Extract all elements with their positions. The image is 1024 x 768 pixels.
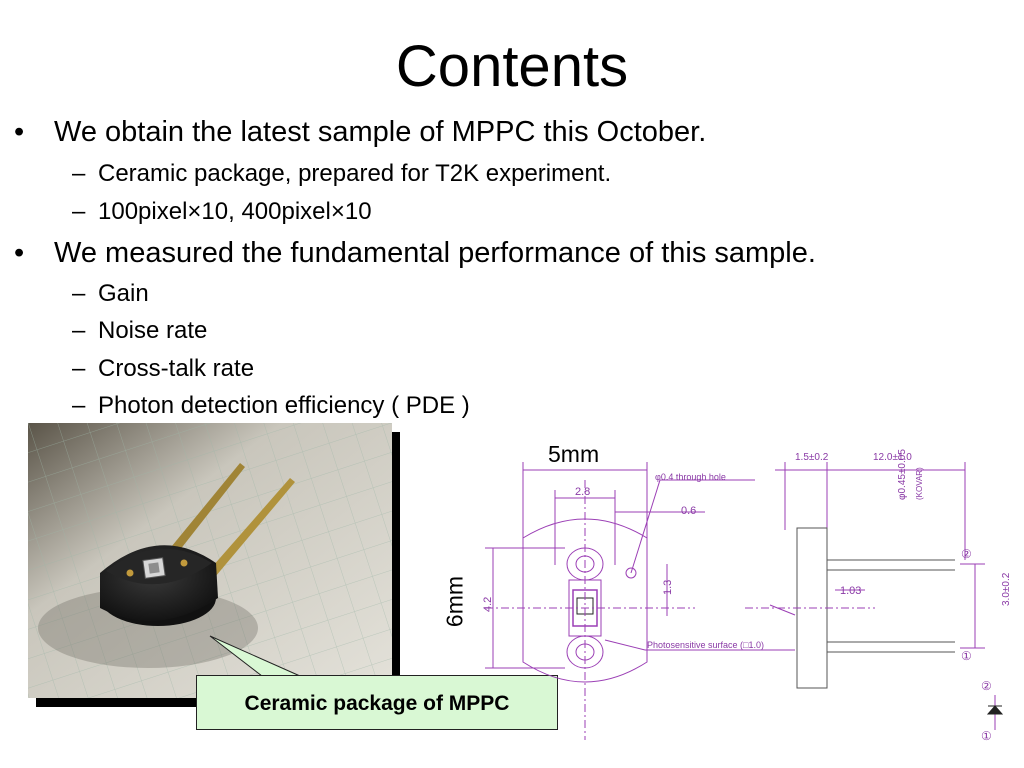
sub-bullet: –Cross-talk rate — [72, 355, 254, 383]
sub-bullet-text: Cross-talk rate — [98, 355, 255, 382]
dash-glyph: – — [72, 355, 86, 382]
sub-bullet-text: 100pixel×10, 400pixel×10 — [98, 198, 372, 225]
dash-glyph: – — [72, 198, 86, 225]
bullet-glyph: • — [14, 237, 25, 269]
package-outline — [522, 518, 648, 683]
dash-glyph: – — [72, 392, 86, 419]
bullet-2-text: We measured the fundamental performance … — [54, 237, 816, 269]
diode-pin-2-label: ② — [981, 679, 992, 693]
dash-glyph: – — [72, 317, 86, 344]
sub-bullet-text: Photon detection efficiency ( PDE ) — [98, 392, 470, 419]
photosensitive-note: Photosensitive surface (□1.0) — [647, 640, 764, 650]
sub-bullet-text: Ceramic package, prepared for T2K experi… — [98, 160, 612, 187]
sub-bullet-text: Noise rate — [98, 317, 208, 344]
dash-glyph: – — [72, 160, 86, 187]
pin-1-label: ① — [961, 649, 972, 663]
slide-title: Contents — [395, 34, 629, 99]
dim-12-0: 12.0±1.0 — [873, 452, 912, 463]
sub-bullet: –100pixel×10, 400pixel×10 — [72, 198, 372, 226]
sub-bullet: –Gain — [72, 280, 149, 308]
diode-pin-1-label: ① — [981, 729, 992, 743]
dim-phi-0-45: φ0.45±0.05 — [897, 449, 908, 500]
sub-bullet: –Noise rate — [72, 317, 207, 345]
dim-1-03: 1.03 — [840, 585, 861, 597]
technical-drawing: 2.8 0.6 φ0.4 through hole 4.2 1.3 Photos… — [482, 449, 1012, 743]
sub-bullet-text: Gain — [98, 280, 149, 307]
through-hole-note: φ0.4 through hole — [655, 472, 726, 482]
dim-2-8: 2.8 — [575, 486, 590, 498]
kovar-note: (KOVAR) — [915, 467, 924, 500]
bullet-2: • We measured the fundamental performance… — [14, 236, 816, 270]
bullet-glyph: • — [14, 116, 25, 148]
dim-4-2: 4.2 — [482, 597, 494, 612]
sub-bullet: –Ceramic package, prepared for T2K exper… — [72, 160, 611, 188]
pin-2-label: ② — [961, 547, 972, 561]
dim-0-6: 0.6 — [681, 505, 696, 517]
mppc-photo — [28, 423, 392, 698]
dimension-5mm: 5mm — [548, 441, 600, 467]
sub-bullet: –Photon detection efficiency ( PDE ) — [72, 392, 470, 420]
dim-1-3: 1.3 — [662, 580, 674, 595]
bullet-1-text: We obtain the latest sample of MPPC this… — [54, 116, 707, 148]
dim-1-5: 1.5±0.2 — [795, 452, 829, 463]
callout-label: Ceramic package of MPPC — [196, 675, 558, 730]
bullet-1: • We obtain the latest sample of MPPC thi… — [14, 115, 706, 149]
dim-3-0: 3.0±0.2 — [1001, 572, 1012, 606]
dash-glyph: – — [72, 280, 86, 307]
